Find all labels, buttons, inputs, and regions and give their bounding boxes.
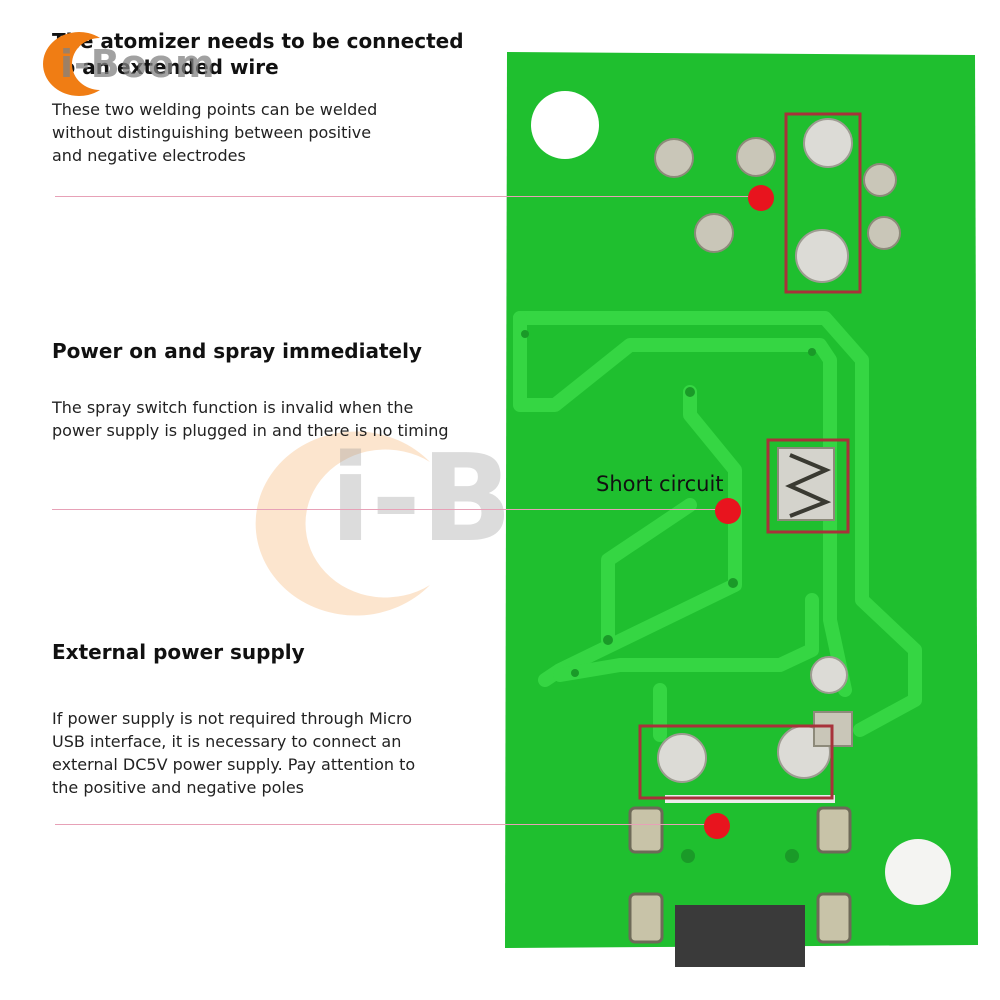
brand-logo-text: i-Boom xyxy=(60,42,216,86)
section-title: External power supply xyxy=(52,640,305,664)
brand-logo-mark xyxy=(43,32,100,96)
section-atomizer: The atomizer needs to be connected to an… xyxy=(52,28,472,167)
section-body-line: without distinguishing between positive xyxy=(52,123,372,142)
section-power-on: Power on and spray immediately The spray… xyxy=(52,338,522,442)
section-title: The atomizer needs to be connected to an… xyxy=(52,29,464,79)
marker-atomizer xyxy=(748,185,774,211)
section-title: Power on and spray immediately xyxy=(52,339,422,363)
marker-power xyxy=(704,813,730,839)
section-body-line: USB interface, it is necessary to connec… xyxy=(52,732,402,751)
short-circuit-label: Short circuit xyxy=(596,472,724,496)
section-external-power: External power supply If power supply is… xyxy=(52,639,472,799)
brand-logo: i-Boom xyxy=(30,28,240,98)
section-body-line: power supply is plugged in and there is … xyxy=(52,421,449,440)
section-body-line: external DC5V power supply. Pay attentio… xyxy=(52,755,416,774)
section-body-line: These two welding points can be welded xyxy=(52,100,378,119)
marker-short-circuit xyxy=(715,498,741,524)
leader-line-short-circuit xyxy=(52,509,726,510)
section-body-line: The spray switch function is invalid whe… xyxy=(52,398,414,417)
leader-line-atomizer xyxy=(55,196,760,197)
section-body-line: and negative electrodes xyxy=(52,146,246,165)
section-body-line: If power supply is not required through … xyxy=(52,709,413,728)
section-body-line: the positive and negative poles xyxy=(52,778,305,797)
leader-line-power xyxy=(55,824,715,825)
